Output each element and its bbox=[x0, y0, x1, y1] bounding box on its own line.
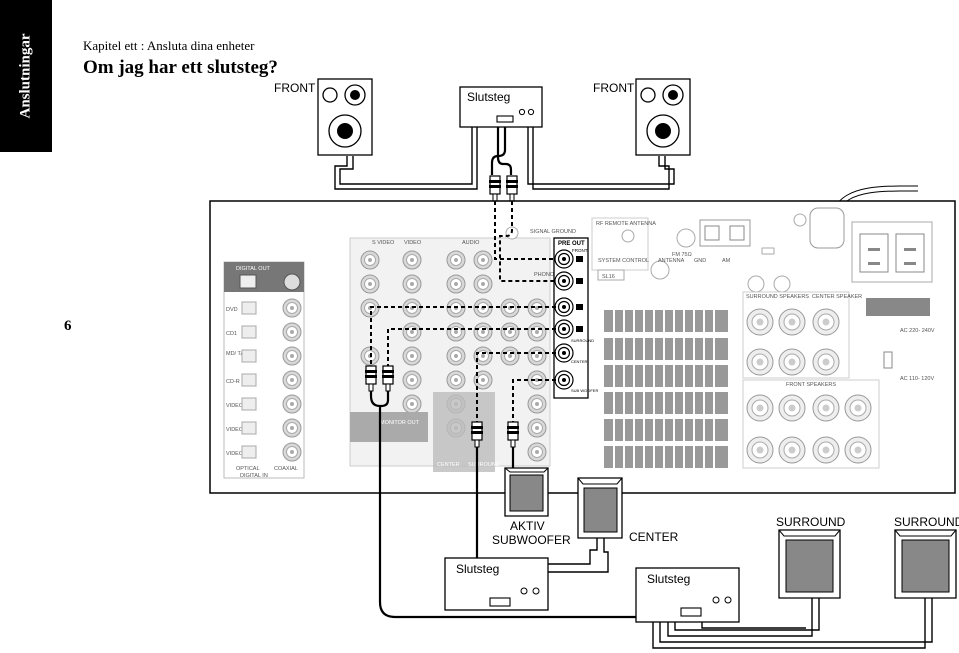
page-number: 6 bbox=[64, 318, 72, 334]
power-amp-bottom-left-label: Slutsteg bbox=[456, 562, 499, 576]
fm-label: FM 75Ω bbox=[672, 252, 692, 258]
surround-speakers-label: SURROUND SPEAKERS bbox=[746, 294, 809, 300]
digital-input-row-6: VIDEO2 bbox=[226, 418, 302, 438]
gnd-label: GND bbox=[694, 258, 706, 264]
rf-remote-label: RF REMOTE ANTENNA bbox=[596, 221, 656, 227]
s-video-label: S VIDEO bbox=[372, 240, 395, 246]
svg-text:MD/ TAPE: MD/ TAPE bbox=[226, 351, 252, 357]
pre-out-sub-label: SUB WOOFER bbox=[571, 388, 598, 393]
power-amp-bottom-left: Slutsteg bbox=[444, 557, 549, 611]
power-amp-top: Slutsteg bbox=[459, 86, 543, 128]
subwoofer-label-line2: SUBWOOFER bbox=[492, 533, 571, 547]
surround-right-speaker: SURROUND bbox=[894, 515, 959, 599]
rca-plug-front-right bbox=[505, 175, 519, 202]
video-label: VIDEO bbox=[404, 240, 422, 246]
phono-label: PHONO bbox=[534, 272, 555, 278]
power-amp-bottom-right: Slutsteg bbox=[635, 567, 740, 623]
digital-input-row-5: VIDEO1 bbox=[226, 394, 302, 414]
digital-input-row-2: CD1 bbox=[226, 322, 302, 342]
surround-in-label: SURROUND bbox=[468, 462, 500, 468]
digital-input-row-3: MD/ TAPE bbox=[226, 346, 302, 366]
front-right-speaker: FRONT bbox=[593, 78, 691, 156]
subwoofer-label-line1: AKTIV bbox=[510, 519, 545, 533]
svg-text:VIDEO2: VIDEO2 bbox=[226, 427, 246, 433]
pre-out-front-r-jack bbox=[554, 271, 574, 291]
surround-left-label: SURROUND bbox=[776, 515, 846, 529]
center-label: CENTER bbox=[629, 530, 679, 544]
digital-in-label: DIGITAL IN bbox=[240, 473, 268, 479]
center-speaker-wires bbox=[548, 538, 609, 573]
optical-label: OPTICAL bbox=[236, 466, 260, 472]
rca-plug-front-left bbox=[488, 175, 502, 202]
front-left-speaker: FRONT bbox=[274, 78, 373, 156]
surround-left-speaker: SURROUND bbox=[776, 515, 846, 599]
chapter-side-tab: Anslutningar bbox=[0, 0, 52, 152]
antenna-label: ANTENNA bbox=[658, 258, 685, 264]
pre-out-front-l-jack bbox=[554, 249, 574, 269]
digital-input-row-1: DVD bbox=[226, 298, 302, 318]
pre-out-label: PRE OUT bbox=[558, 241, 585, 247]
power-amp-bottom-right-label: Slutsteg bbox=[647, 572, 690, 586]
ac-220-label: AC 220- 240V bbox=[900, 328, 935, 334]
digital-input-row-4: CD-R bbox=[226, 370, 302, 390]
pre-out-surround-r-jack bbox=[554, 319, 574, 339]
front-right-label: FRONT bbox=[593, 81, 635, 95]
center-speaker: CENTER bbox=[577, 477, 679, 544]
active-subwoofer: AKTIV SUBWOOFER bbox=[492, 467, 571, 547]
page-heading: Om jag har ett slutsteg? bbox=[83, 57, 278, 78]
pre-out-surround-l-jack bbox=[554, 297, 574, 317]
front-speakers-label: FRONT SPEAKERS bbox=[786, 382, 836, 388]
coaxial-label: COAXIAL bbox=[274, 466, 298, 472]
svg-text:CD1: CD1 bbox=[226, 331, 237, 337]
audio-label: AUDIO bbox=[462, 240, 480, 246]
svg-text:DVD: DVD bbox=[226, 307, 238, 313]
signal-ground-label: SIGNAL GROUND bbox=[530, 229, 576, 235]
pre-out-subwoofer-jack bbox=[554, 370, 574, 390]
front-left-label: FRONT bbox=[274, 81, 316, 95]
pre-out-front-label: FRONT bbox=[572, 248, 588, 253]
surround-speaker-wires bbox=[652, 598, 933, 649]
surround-right-label: SURROUND bbox=[894, 515, 959, 529]
front-preout-cables-top bbox=[490, 127, 513, 175]
dashed-preout-leads bbox=[370, 201, 556, 422]
surround-cable bbox=[369, 391, 636, 619]
am-label: AM bbox=[722, 258, 731, 264]
center-speaker-label: CENTER SPEAKER bbox=[812, 294, 862, 300]
system-control-label: SYSTEM CONTROL bbox=[598, 258, 649, 264]
front-speaker-wires bbox=[334, 126, 675, 190]
svg-text:VIDEO3: VIDEO3 bbox=[226, 451, 246, 457]
power-amp-top-label: Slutsteg bbox=[467, 90, 510, 104]
center-in-label: CENTER bbox=[437, 462, 460, 468]
receiver-rear-panel: DIGITAL OUT DVD CD1 MD/ TAPE CD-R VIDEO1… bbox=[209, 200, 956, 494]
digital-input-row-7: VIDEO3 bbox=[226, 442, 302, 462]
pre-out-center-label: CENTER bbox=[571, 359, 588, 364]
svg-text:VIDEO1: VIDEO1 bbox=[226, 403, 246, 409]
monitor-out-label: MONITOR OUT bbox=[380, 420, 420, 426]
pre-out-surround-label: SURROUND bbox=[571, 338, 594, 343]
ac-110-label: AC 110- 120V bbox=[900, 376, 934, 382]
digital-out-label: DIGITAL OUT bbox=[236, 266, 271, 272]
sl16-label: SL16 bbox=[602, 274, 615, 280]
svg-text:CD-R: CD-R bbox=[226, 379, 240, 385]
chapter-label: Kapitel ett : Ansluta dina enheter bbox=[83, 38, 255, 53]
